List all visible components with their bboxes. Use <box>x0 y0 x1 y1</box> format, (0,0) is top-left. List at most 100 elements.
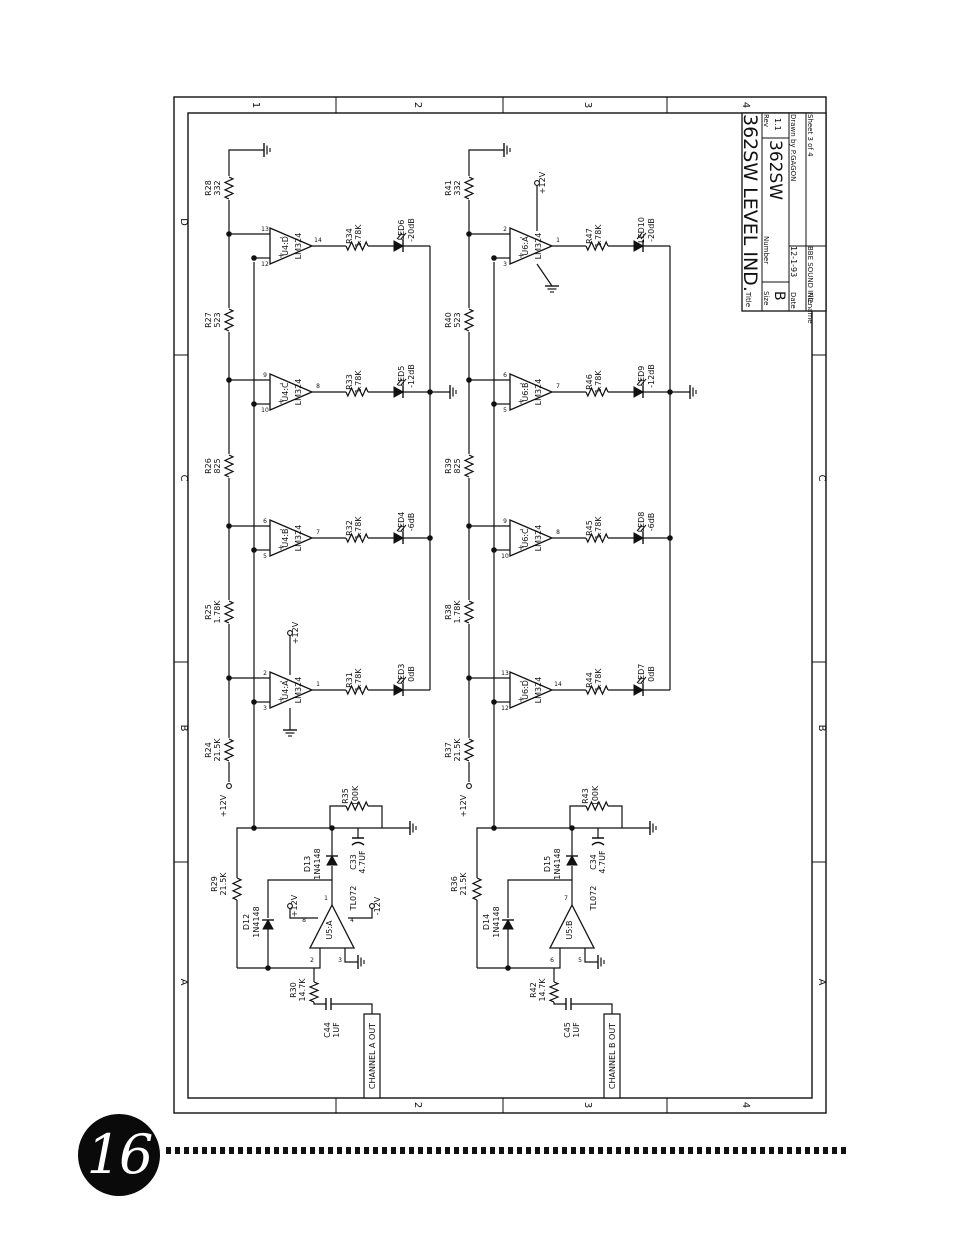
resistor-value: 1.78K <box>354 668 363 692</box>
opamp-minus: - <box>520 525 523 534</box>
input-connector <box>603 1013 621 1099</box>
junction-dot <box>251 699 257 705</box>
title-label: Title <box>744 291 752 307</box>
led-level: -20dB <box>647 218 656 242</box>
opamp-part: LM324 <box>294 525 303 552</box>
led-level: -6dB <box>647 513 656 532</box>
led-level: 0dB <box>407 666 416 682</box>
opamp-part: LM324 <box>534 677 543 704</box>
rload-right <box>608 805 623 828</box>
resistor-ref: R29 <box>210 876 219 892</box>
resistor-value: 100K <box>591 785 600 806</box>
pin-number: 6 <box>263 518 267 525</box>
opamp-u6b <box>509 373 554 411</box>
ladder-resistor-r27 <box>223 308 235 332</box>
sheet: Sheet 3 of 4 <box>806 114 814 157</box>
junction-dot <box>265 965 271 971</box>
tl072-pos-terminal <box>287 903 293 909</box>
zone-label-left: C <box>178 475 189 482</box>
opamp-part: LM324 <box>534 233 543 260</box>
opamp-plus: + <box>518 543 525 552</box>
ladder-supply-label: +12V <box>459 794 468 817</box>
opamp-plus: + <box>278 695 285 704</box>
led-led4-arrow-2 <box>400 524 407 532</box>
led-led4-arrow-1 <box>396 524 403 532</box>
pin-number: 3 <box>503 261 507 268</box>
resistor-ref: R24 <box>204 742 213 758</box>
zone-label-left: A <box>178 979 189 986</box>
opamp-u6a <box>509 227 554 265</box>
stage-resistor-r45 <box>585 532 609 544</box>
tl072-neg-label: -12V <box>373 896 382 915</box>
junction-dot <box>466 523 472 529</box>
led-led10-arrow-2 <box>640 232 647 240</box>
ladder-resistor-r26 <box>223 454 235 478</box>
junction-dot <box>466 377 472 383</box>
tl072-pos-label: +12V <box>290 894 299 917</box>
junction-dot <box>251 825 257 831</box>
ladder-resistor-r28 <box>223 176 235 200</box>
input-cap-wire <box>571 1003 613 1014</box>
resistor-ref: R41 <box>444 180 453 196</box>
opamp-minus: - <box>520 379 523 388</box>
date-label: Date <box>789 292 797 309</box>
pin-number: 8 <box>316 383 320 390</box>
zone-label-top: 1 <box>250 102 261 108</box>
page-number: 16 <box>86 1123 154 1186</box>
opamp-ref: U6:C <box>521 528 530 548</box>
diode-d12 <box>262 918 274 930</box>
input-lead-low <box>553 1002 566 1005</box>
resistor-value: 21.5K <box>219 872 228 896</box>
cap-value: 1UF <box>332 1022 341 1038</box>
ladder-supply-terminal <box>466 783 472 789</box>
opamp-ref: U6:B <box>521 382 530 401</box>
resistor-value: 523 <box>213 312 222 327</box>
pin-number: 14 <box>314 237 322 244</box>
led-led9-arrow-1 <box>636 378 643 386</box>
diode-ref: D13 <box>303 856 312 872</box>
stage-resistor-r32 <box>345 532 369 544</box>
resistor-value: 1.78K <box>354 224 363 248</box>
opamp-part: LM324 <box>294 233 303 260</box>
zone-ticks <box>174 97 826 1113</box>
resistor-ref: R32 <box>345 520 354 536</box>
resistor-value: 1.78K <box>594 668 603 692</box>
wires <box>226 149 690 1014</box>
led-level: -12dB <box>407 364 416 388</box>
rload-right <box>368 805 383 828</box>
resistor-value: 100K <box>351 785 360 806</box>
opamp-minus: - <box>280 379 283 388</box>
feedback-resistor-r36 <box>471 877 483 901</box>
pin-number: 3 <box>263 705 267 712</box>
zone-label-right: B <box>816 725 827 732</box>
led-ref: LED6 <box>397 220 406 241</box>
resistor-ref: R46 <box>585 374 594 390</box>
opamp-minus: - <box>280 233 283 242</box>
resistor-ref: R44 <box>585 672 594 688</box>
opamp-plus: + <box>278 251 285 260</box>
opamp-plus: + <box>518 251 525 260</box>
led-led5-arrow-2 <box>400 378 407 386</box>
stage-resistor-r47 <box>585 240 609 252</box>
led-level: -6dB <box>407 513 416 532</box>
resistor-ref: R35 <box>341 788 350 804</box>
junction-dot <box>226 523 232 529</box>
size-value: B <box>771 291 787 301</box>
junction-dot <box>226 231 232 237</box>
junction-dot <box>251 547 257 553</box>
filename-label: Filename <box>806 292 814 324</box>
opamp-ground-lead <box>536 263 553 287</box>
load-resistor-r35 <box>345 800 369 812</box>
company: BBE SOUND INC. <box>806 246 814 305</box>
cap-value: 4.7UF <box>598 850 607 874</box>
opamp-part: TL072 <box>589 886 598 912</box>
rectifier-opamp-u5b <box>548 903 596 949</box>
led-led4 <box>393 532 405 544</box>
resistor-ref: R37 <box>444 742 453 758</box>
led-led8-arrow-1 <box>636 524 643 532</box>
rev-label: Rev <box>762 114 770 127</box>
tl072-pos-lead <box>289 908 318 919</box>
opamp-u4b <box>269 519 314 557</box>
